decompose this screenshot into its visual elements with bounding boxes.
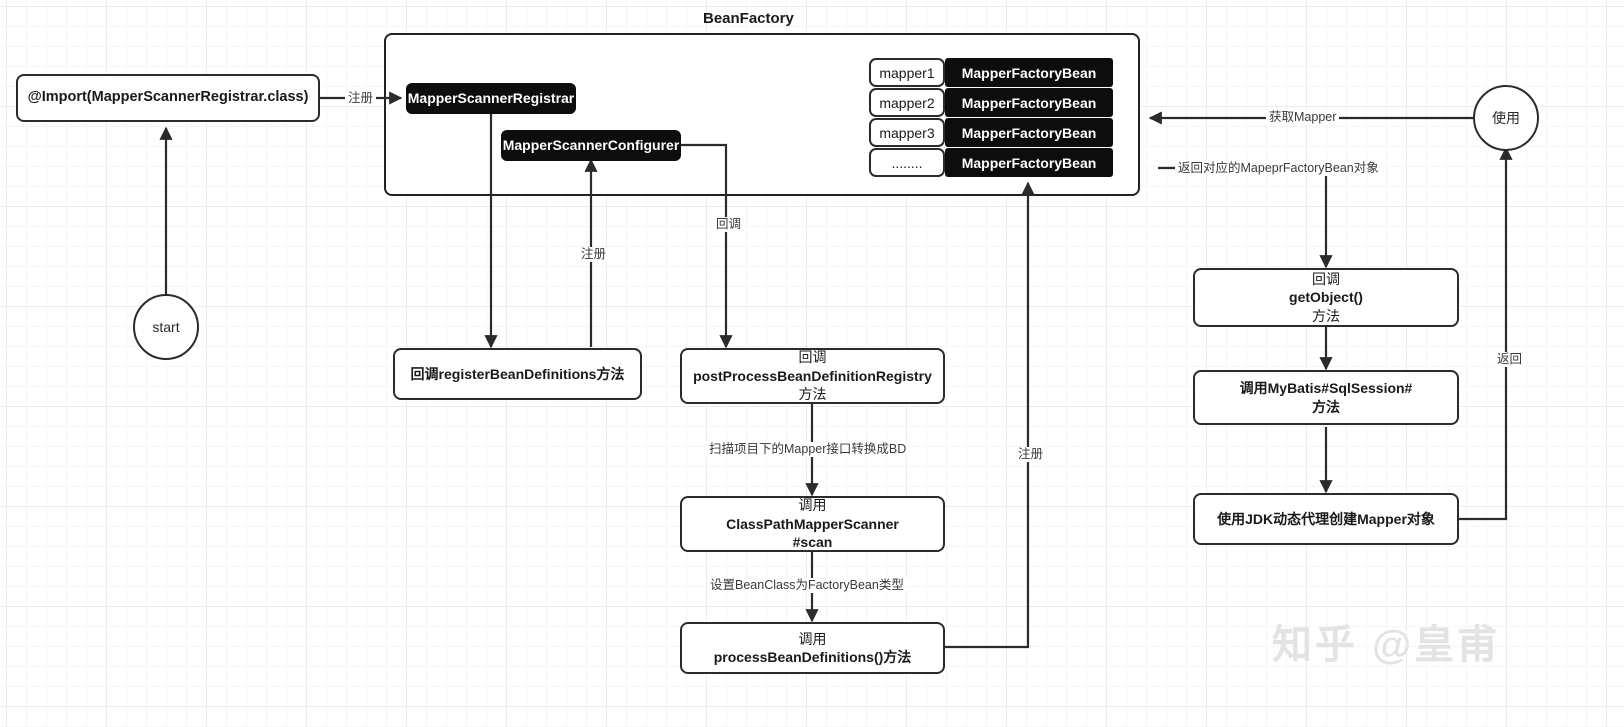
registry-key: mapper2 [869,88,945,117]
register-bean-definitions-label: 回调registerBeanDefinitions方法 [410,365,625,382]
edge-label-callback: 回调 [713,217,745,232]
get-object-line-2: getObject() [1289,289,1363,306]
edge-label-register-bd: 注册 [1015,447,1047,462]
edge-label-get-mapper: 获取Mapper [1266,110,1340,125]
import-label: @Import(MapperScannerRegistrar.class) [27,89,309,106]
mapper-scanner-registrar-label: MapperScannerRegistrar [407,90,575,107]
beanfactory-title: BeanFactory [703,10,794,27]
watermark: 知乎 @皇甫 [1272,623,1501,667]
jdk-proxy-node: 使用JDK动态代理创建Mapper对象 [1193,493,1459,545]
classpath-scanner-line-1: 调用 [798,497,827,514]
process-bean-definitions-node: 调用 processBeanDefinitions()方法 [680,622,945,674]
process-bean-definitions-line-2: processBeanDefinitions()方法 [713,649,912,665]
edge-label-return-factorybean: 返回对应的MapeprFactoryBean对象 [1175,161,1382,176]
post-process-line-3: 方法 [798,386,827,403]
sqlsession-line-1: 调用MyBatis#SqlSession# [1239,380,1413,397]
get-object-line-1: 回调 [1312,270,1340,287]
edge-label-return: 返回 [1494,352,1526,367]
post-process-registry-node: 回调 postProcessBeanDefinitionRegistry 方法 [680,348,945,404]
register-bean-definitions-node: 回调registerBeanDefinitions方法 [393,348,642,400]
start-node: start [133,294,199,360]
use-label: 使用 [1492,110,1520,126]
mapper-scanner-configurer-node: MapperScannerConfigurer [501,130,681,161]
edge-label-set-beanclass: 设置BeanClass为FactoryBean类型 [707,578,907,593]
post-process-line-2: postProcessBeanDefinitionRegistry [693,367,932,384]
import-node: @Import(MapperScannerRegistrar.class) [16,74,320,122]
sqlsession-node: 调用MyBatis#SqlSession# 方法 [1193,370,1459,425]
mapper-scanner-configurer-label: MapperScannerConfigurer [502,137,680,154]
registry-value: MapperFactoryBean [945,58,1113,87]
classpath-scanner-line-3: #scan [792,534,833,551]
get-object-node: 回调 getObject() 方法 [1193,268,1459,327]
edge-label-register-import: 注册 [345,91,377,106]
registry-key: ........ [869,148,945,177]
mapper-scanner-registrar-node: MapperScannerRegistrar [406,83,576,114]
process-bean-definitions-line-1: 调用 [798,630,827,647]
registry-key: mapper1 [869,58,945,87]
get-object-line-3: 方法 [1312,307,1340,324]
registry-value: MapperFactoryBean [945,88,1113,117]
sqlsession-line-2: 方法 [1312,398,1340,415]
edge-label-scan-mappers: 扫描项目下的Mapper接口转换成BD [706,442,910,457]
classpath-scanner-line-2: ClassPathMapperScanner [726,515,899,532]
edge-label-register-configurer: 注册 [578,247,610,262]
post-process-line-1: 回调 [798,349,827,366]
registry-value: MapperFactoryBean [945,148,1113,177]
classpath-mapper-scanner-node: 调用 ClassPathMapperScanner #scan [680,496,945,552]
jdk-proxy-label: 使用JDK动态代理创建Mapper对象 [1217,510,1435,527]
registry-key: mapper3 [869,118,945,147]
start-label: start [152,319,180,335]
use-node: 使用 [1473,85,1539,151]
registry-value: MapperFactoryBean [945,118,1113,147]
